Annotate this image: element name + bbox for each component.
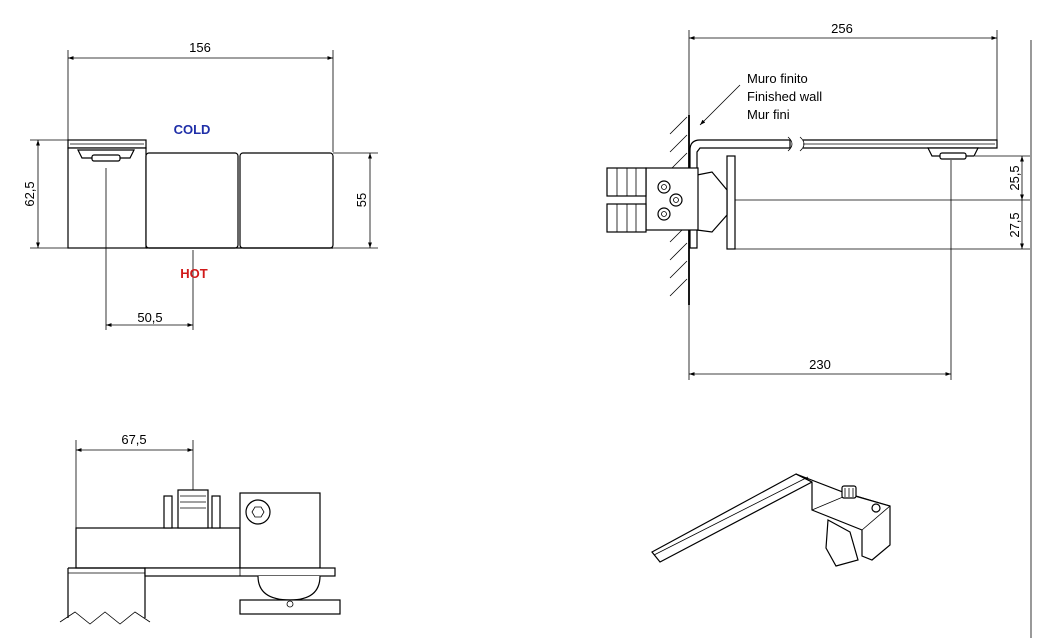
cartridge-upper [606,167,647,197]
wall-note-fr: Mur fini [747,107,790,122]
dim-left-height: 62,5 [22,181,37,206]
spout-block [67,147,147,249]
bottom-view: 67,5 [59,432,341,625]
iso-handle [825,519,859,567]
hot-label: HOT [180,266,208,281]
dim-top-width: 156 [189,40,211,55]
cartridge-lower [606,203,647,233]
dim-side-lower: 27,5 [1007,212,1022,237]
wall-note-en: Finished wall [747,89,822,104]
valve-neck [696,171,728,233]
hot-handle-block [239,152,334,249]
dim-side-projection: 230 [809,357,831,372]
bottom-body [75,527,241,569]
escutcheon-plate [726,155,736,250]
wall-note-it: Muro finito [747,71,808,86]
dim-side-upper: 25,5 [1007,165,1022,190]
side-view: Muro finito Finished wall Mur fini 256 [606,21,1030,380]
hex-screw [245,499,271,525]
wall-break-line [59,611,151,625]
dim-right-height: 55 [354,193,369,207]
cold-handle-block [145,152,239,249]
cold-label: COLD [174,122,211,137]
top-view: 156 62,5 55 50,5 COLD HOT [22,40,378,330]
isometric-view [651,473,891,567]
dim-side-length: 256 [831,21,853,36]
dim-bottom-offset: 67,5 [121,432,146,447]
dim-hot-offset: 50,5 [137,310,162,325]
spout-profile [689,139,791,249]
